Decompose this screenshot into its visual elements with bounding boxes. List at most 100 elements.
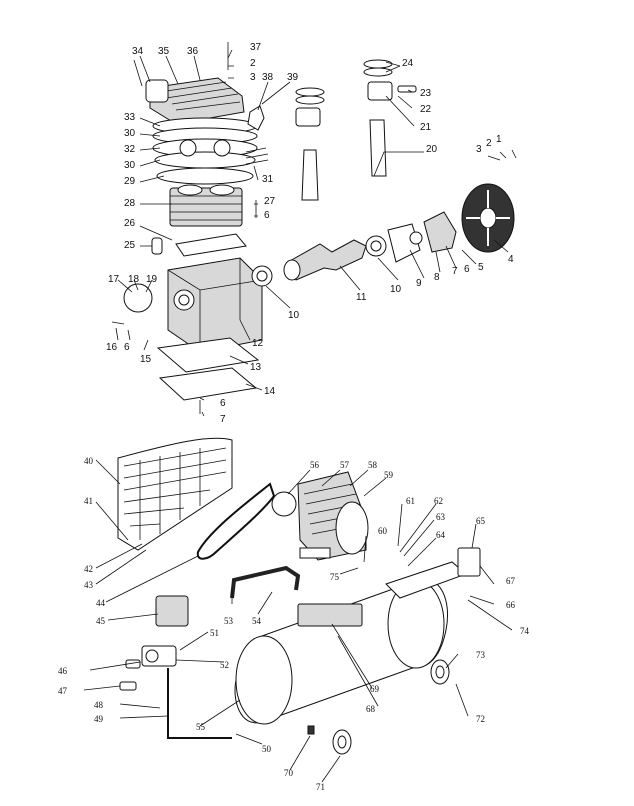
wheels	[332, 659, 450, 755]
part-label: 38	[262, 72, 274, 83]
part-label: 45	[96, 616, 106, 626]
part-label: 67	[506, 576, 516, 586]
part-label: 19	[146, 274, 158, 285]
v-belt	[196, 482, 276, 560]
part-label: 27	[264, 196, 276, 207]
part-label: 7	[452, 266, 458, 277]
part-label: 55	[196, 722, 206, 732]
part-label: 29	[124, 176, 136, 187]
part-label: 14	[264, 386, 276, 397]
oil-seal	[409, 231, 423, 245]
part-label: 34	[132, 46, 144, 57]
cylinder-head	[145, 77, 245, 125]
air-tank	[234, 561, 467, 725]
part-label: 53	[224, 616, 234, 626]
part-label: 3	[250, 72, 256, 83]
part-label: 3	[476, 144, 482, 155]
elbow-fitting	[247, 105, 265, 131]
part-label: 6	[264, 210, 270, 221]
part-label: 8	[434, 272, 440, 283]
part-label: 40	[84, 456, 94, 466]
tank-labels: 40 41 42 43 44 56 57 58 59 60 61 62 63 6…	[58, 456, 530, 792]
part-label: 71	[316, 782, 325, 792]
part-label: 64	[436, 530, 446, 540]
part-label: 30	[124, 128, 136, 139]
part-label: 6	[464, 264, 470, 275]
part-label: 6	[124, 342, 130, 353]
valve-plates	[152, 117, 258, 185]
part-label: 24	[402, 58, 414, 69]
part-label: 33	[124, 112, 136, 123]
part-label: 30	[124, 160, 136, 171]
part-label: 16	[106, 342, 118, 353]
part-label: 75	[330, 572, 340, 582]
part-label: 37	[250, 42, 262, 53]
part-label: 54	[252, 616, 262, 626]
bearing-flange	[423, 211, 457, 253]
bottom-plate	[158, 367, 258, 401]
part-label: 68	[366, 704, 376, 714]
part-label: 5	[478, 262, 484, 273]
crankcase	[167, 257, 263, 353]
part-label: 41	[84, 496, 93, 506]
pump-assembly	[111, 42, 515, 414]
part-label: 52	[220, 660, 229, 670]
part-label: 66	[506, 600, 516, 610]
part-label: 15	[140, 354, 152, 365]
part-label: 63	[436, 512, 446, 522]
breather	[151, 237, 163, 255]
part-label: 23	[420, 88, 432, 99]
part-label: 2	[250, 58, 256, 69]
pump-labels: 34 35 36 37 2 3 38 39 24 23 22 21 20 33 …	[106, 42, 514, 425]
part-label: 28	[124, 198, 136, 209]
part-label: 25	[124, 240, 136, 251]
drain-pipe	[167, 668, 232, 739]
part-label: 36	[187, 46, 199, 57]
part-label: 49	[94, 714, 104, 724]
part-label: 61	[406, 496, 415, 506]
part-label: 22	[420, 104, 432, 115]
flywheel	[461, 183, 515, 253]
part-label: 69	[370, 684, 380, 694]
pistons	[295, 59, 417, 127]
part-label: 18	[128, 274, 140, 285]
part-label: 12	[252, 338, 264, 349]
part-label: 70	[284, 768, 294, 778]
part-label: 51	[210, 628, 219, 638]
bottom-gasket	[156, 337, 260, 373]
part-label: 7	[220, 414, 226, 425]
base-gasket	[175, 233, 247, 257]
part-label: 1	[496, 134, 502, 145]
compressor-assembly	[117, 437, 481, 755]
part-label: 74	[520, 626, 530, 636]
pressure-switch	[155, 595, 189, 627]
part-label: 46	[58, 666, 68, 676]
part-label: 60	[378, 526, 388, 536]
part-label: 65	[476, 516, 486, 526]
part-label: 73	[476, 650, 486, 660]
part-label: 58	[368, 460, 378, 470]
part-label: 10	[288, 310, 300, 321]
part-label: 42	[84, 564, 93, 574]
crankshaft	[283, 239, 367, 281]
part-label: 13	[250, 362, 262, 373]
part-label: 17	[108, 274, 120, 285]
part-label: 59	[384, 470, 394, 480]
part-label: 57	[340, 460, 350, 470]
electric-motor	[271, 471, 369, 561]
part-label: 35	[158, 46, 170, 57]
part-label: 31	[262, 174, 274, 185]
part-label: 4	[508, 254, 514, 265]
part-label: 62	[434, 496, 443, 506]
part-label: 20	[426, 144, 438, 155]
connecting-rods	[301, 119, 387, 201]
part-label: 11	[356, 292, 367, 303]
part-label: 47	[58, 686, 68, 696]
part-label: 9	[416, 278, 422, 289]
part-label: 44	[96, 598, 106, 608]
part-label: 2	[486, 138, 492, 149]
part-label: 32	[124, 144, 136, 155]
part-label: 48	[94, 700, 104, 710]
leader-lines	[83, 49, 517, 783]
